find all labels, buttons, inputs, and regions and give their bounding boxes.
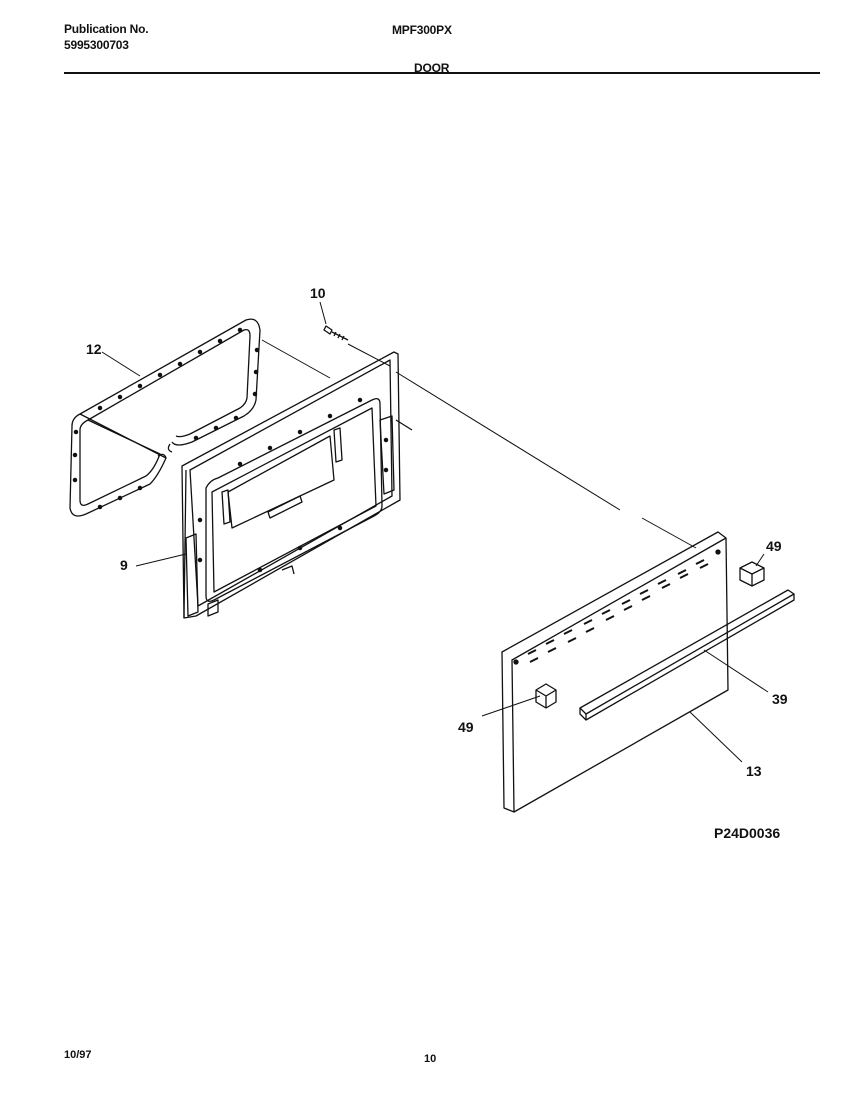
part-label-49-left: 49 <box>458 719 474 735</box>
page-number: 10 <box>424 1053 437 1065</box>
outer-door-panel <box>501 531 729 813</box>
revision-date: 10/97 <box>64 1049 92 1061</box>
header-rule <box>64 72 820 74</box>
door-screw <box>323 325 349 341</box>
end-cap-left <box>535 683 557 709</box>
part-label-39: 39 <box>772 691 788 707</box>
part-label-12: 12 <box>86 341 102 357</box>
part-label-9: 9 <box>120 557 128 573</box>
part-label-10: 10 <box>310 285 326 301</box>
publication-number: 5995300703 <box>64 38 129 52</box>
inner-door-panel <box>181 351 413 619</box>
diagram-reference: P24D0036 <box>714 825 780 841</box>
publication-label: Publication No. <box>64 22 149 36</box>
part-label-13: 13 <box>746 763 762 779</box>
model-number: MPF300PX <box>392 23 452 37</box>
section-title: DOOR <box>414 61 450 75</box>
assembly-lines <box>101 301 769 763</box>
end-cap-right <box>739 561 765 587</box>
part-label-49-right: 49 <box>766 538 782 554</box>
door-trim <box>579 589 795 721</box>
door-gasket <box>69 318 261 517</box>
